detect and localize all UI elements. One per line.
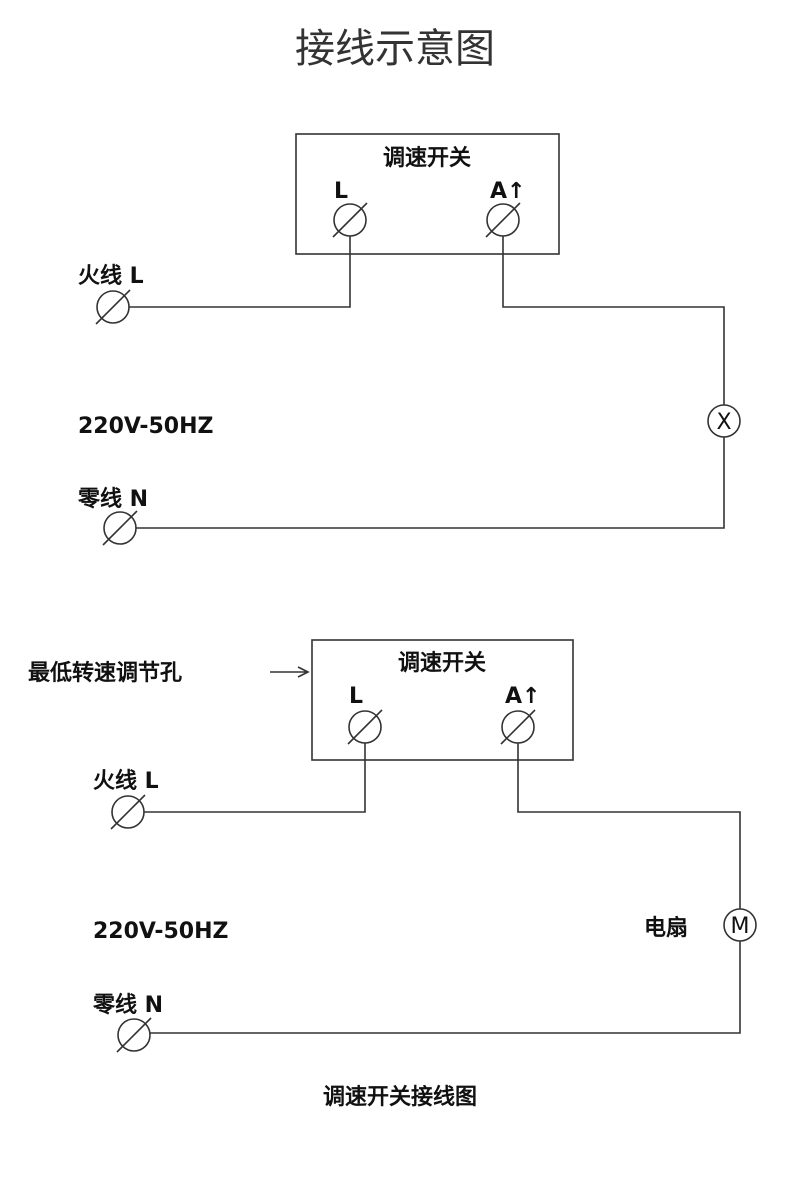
voltage-label: 220V-50HZ <box>78 414 213 439</box>
arrow-icon <box>270 666 310 678</box>
neutral-terminal-icon <box>116 1017 152 1053</box>
motor-symbol: M <box>731 914 750 939</box>
switch-terminal-a-icon <box>500 709 536 745</box>
switch-terminal-l-icon <box>347 709 383 745</box>
live-wire <box>129 236 351 308</box>
live-label: 火线 L <box>78 263 144 289</box>
page-title: 接线示意图 <box>295 26 495 72</box>
terminal-a-label: A↑ <box>505 684 540 709</box>
load-wire <box>136 236 725 529</box>
diagram-lamp: 调速开关 L A↑ X 火线 L 220V-50HZ 零线 N <box>77 133 741 546</box>
switch-label: 调速开关 <box>398 650 486 676</box>
switch-terminal-l-icon <box>332 202 368 238</box>
terminal-l-label: L <box>349 684 363 709</box>
lamp-icon <box>707 404 741 438</box>
fan-label: 电扇 <box>644 915 688 941</box>
load-wire <box>150 743 741 1034</box>
switch-terminal-a-icon <box>485 202 521 238</box>
min-speed-label: 最低转速调节孔 <box>28 660 182 686</box>
live-label: 火线 L <box>93 768 159 794</box>
terminal-l-label: L <box>334 179 348 204</box>
motor-icon <box>723 908 757 942</box>
switch-label: 调速开关 <box>383 145 471 171</box>
voltage-label: 220V-50HZ <box>93 919 228 944</box>
neutral-terminal-icon <box>102 510 138 546</box>
terminal-a-label: A↑ <box>490 179 525 204</box>
caption: 调速开关接线图 <box>323 1084 477 1110</box>
neutral-label: 零线 N <box>92 992 163 1018</box>
neutral-label: 零线 N <box>77 486 148 512</box>
speed-switch-box <box>311 639 574 761</box>
live-terminal-icon <box>95 289 131 325</box>
lamp-symbol: X <box>716 410 731 435</box>
live-terminal-icon <box>110 794 146 830</box>
diagram-fan: 调速开关 L A↑ 最低转速调节孔 M 电扇 火线 L 220V-50HZ 零线… <box>28 639 757 1053</box>
speed-switch-box <box>295 133 560 255</box>
live-wire <box>144 743 366 813</box>
